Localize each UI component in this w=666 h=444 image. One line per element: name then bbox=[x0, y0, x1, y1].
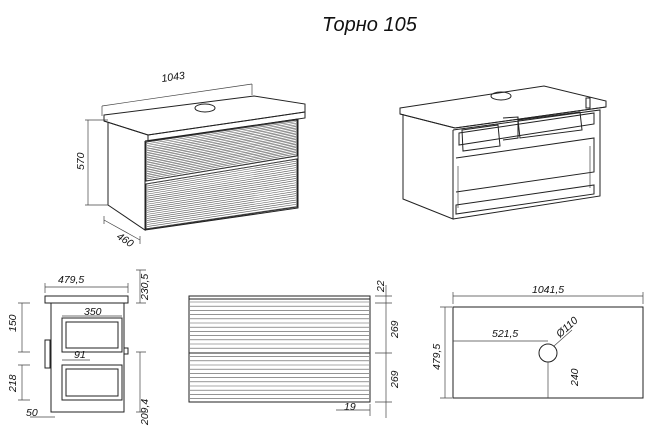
top-width-label: 1041,5 bbox=[532, 284, 564, 296]
drawer-rib bbox=[146, 126, 297, 150]
drawer-rib bbox=[146, 137, 297, 162]
drawer-rib bbox=[146, 150, 297, 176]
top-view bbox=[440, 292, 644, 399]
drawer-rib bbox=[146, 145, 297, 171]
drawer-rib bbox=[146, 142, 297, 167]
side-top-label: 230,5 bbox=[139, 274, 151, 301]
drawer-rib bbox=[146, 158, 297, 185]
drawer-rib bbox=[146, 152, 297, 178]
drawer-rib bbox=[146, 184, 297, 209]
iso-depth-label: 460 bbox=[114, 230, 135, 250]
drawer-rib bbox=[146, 155, 297, 181]
side-bottom-h-label: 209,4 bbox=[139, 399, 151, 426]
drawer-rib bbox=[146, 188, 297, 213]
side-bottom-w-label: 50 bbox=[26, 407, 38, 419]
drawer-rib bbox=[146, 171, 297, 197]
drawer-rib bbox=[146, 153, 297, 180]
drawer-rib bbox=[146, 173, 297, 199]
top-depth-label: 479,5 bbox=[431, 344, 443, 370]
drawer-rib bbox=[146, 201, 297, 225]
drawer-rib bbox=[146, 204, 297, 227]
drawer-rib bbox=[146, 167, 297, 193]
drawer-rib bbox=[146, 129, 297, 153]
drawer-rib bbox=[146, 191, 297, 215]
drawer-rib bbox=[146, 144, 297, 169]
drawer-rib bbox=[146, 206, 297, 229]
iso-height-label: 570 bbox=[75, 152, 87, 170]
drawer-rib bbox=[146, 119, 297, 143]
drawer-rib bbox=[146, 132, 297, 157]
drawer-rib bbox=[146, 148, 297, 174]
drawer-rib bbox=[146, 135, 297, 160]
drawer-rib bbox=[146, 121, 297, 145]
sink-hole-top bbox=[538, 343, 558, 363]
drawer-rib bbox=[146, 197, 297, 221]
drawer-rib bbox=[146, 199, 297, 223]
drawer-rib bbox=[146, 134, 297, 159]
drawer-rib bbox=[146, 182, 297, 207]
drawer-rib bbox=[146, 175, 297, 201]
side-depth-label: 479,5 bbox=[58, 274, 84, 286]
side-upper-label: 150 bbox=[7, 314, 19, 332]
drawer-rib bbox=[146, 122, 297, 146]
drawer-rib bbox=[146, 131, 297, 155]
drawer-rib bbox=[146, 195, 297, 219]
drawer-rib bbox=[146, 180, 297, 205]
drawer-rib bbox=[146, 193, 297, 217]
drawer-rib bbox=[146, 124, 297, 148]
side-lower-label: 218 bbox=[7, 374, 19, 393]
front-top-gap-label: 22 bbox=[375, 280, 387, 293]
front-bottom-gap-label: 19 bbox=[344, 401, 356, 413]
side-shelf-label: 350 bbox=[84, 306, 102, 318]
iso-width-label: 1043 bbox=[161, 70, 186, 85]
drawer-rib bbox=[146, 186, 297, 211]
drawer-rib bbox=[146, 163, 297, 189]
top-hole-d-label: Ø110 bbox=[553, 315, 580, 341]
drawer-rib bbox=[146, 169, 297, 195]
front-view bbox=[188, 285, 392, 418]
iso-front-view bbox=[85, 83, 306, 244]
top-hole-y-label: 240 bbox=[569, 368, 581, 387]
drawer-rib bbox=[146, 127, 297, 152]
iso-back-view bbox=[399, 85, 607, 220]
drawer-rib bbox=[146, 165, 297, 191]
top-hole-x-label: 521,5 bbox=[492, 328, 518, 340]
side-view bbox=[18, 269, 146, 418]
side-inner-label: 91 bbox=[74, 349, 86, 361]
drawer-rib bbox=[146, 147, 297, 173]
sink-hole bbox=[194, 103, 216, 113]
drawer-rib bbox=[146, 140, 297, 166]
drawer-rib bbox=[146, 160, 297, 187]
front-drawer1-label: 269 bbox=[389, 320, 401, 339]
drawer-rib bbox=[146, 139, 297, 164]
product-title: Торно 105 bbox=[322, 14, 417, 36]
front-drawer2-label: 269 bbox=[389, 370, 401, 389]
drawer-rib bbox=[146, 178, 297, 203]
